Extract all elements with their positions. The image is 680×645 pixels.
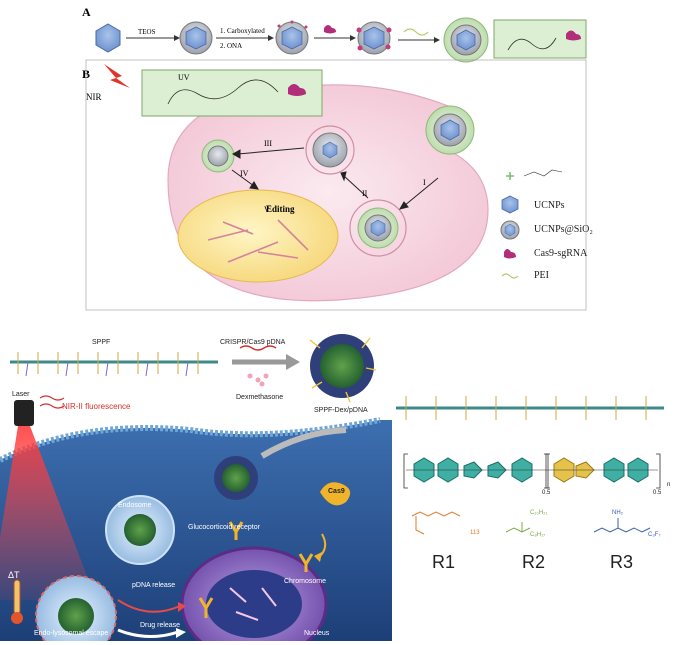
label-dexamethasone: Dexmethasone [236,394,284,401]
label-sppf: SPPF [92,339,111,346]
label-glucocorticoid: Glucocorticoid receptor [188,524,260,531]
label-r1-sub: 113 [470,530,480,536]
cas9-legend-icon [504,249,516,259]
thermometer-icon [13,579,21,615]
sppf-chain [10,352,218,377]
label-chromosome: Chromosome [284,578,327,585]
dna-icon [239,345,277,351]
label-editing: Editing [266,204,295,214]
label-teos: TEOS [138,28,156,36]
legend-label-pei: PEI [534,270,549,281]
label-crispr: CRISPR/Cas9 pDNA [220,339,286,346]
label-carboxylated: 1. Carboxylated [220,27,265,35]
panel-bottom-left [0,330,392,645]
label-endosome: Endosome [118,502,152,509]
panel-top: A TEOS 1. Carboxylated 2. ONA B Editing … [78,0,590,312]
legend-label-ucnps-sio2: UCNPs@SiO₂ [534,224,593,235]
legend-top [500,169,563,279]
label-ona: 2. ONA [220,42,242,50]
panel-bottom-art [0,334,392,645]
label-endo-escape: Endo-lysosomal escape [34,630,109,637]
label-sub-05a: 0.5 [542,490,551,496]
label-pdna-release: pDNA release [132,582,176,589]
label-sub-n: n [667,482,671,488]
ucnp-hexagon [95,23,121,53]
label-delta-t: ΔT [8,570,20,580]
label-r3-top: NH₂ [612,510,623,516]
laser-beam [0,426,96,600]
chemical-structure [403,453,661,489]
legend-label-ucnps: UCNPs [534,200,565,211]
linker-molecule-icon [506,172,514,180]
nucleus-top [177,189,339,283]
panel-right-art [396,396,664,535]
label-nir-ii: NIR-II fluorescence [62,402,131,411]
polymer-strand-icon [501,273,519,279]
label-a: A [82,5,91,19]
label-uv: UV [178,73,190,82]
label-drug-release: Drug release [140,622,181,629]
laser-icon [14,400,34,426]
cas9-complex-icon [324,25,336,34]
label-step-ii: II [362,189,368,198]
label-nir: NIR [86,92,102,102]
label-r2-bot: C₈H₁₇ [530,532,546,538]
panel-bottom-right [394,384,674,604]
label-sppf-dex: SPPF-Dex/pDNA [314,407,368,414]
hexagon-icon [501,195,519,214]
nir-lightning-icon [104,64,130,88]
label-r2-top: C₁₀H₂₁ [530,510,548,516]
panel-b-frame [85,59,587,311]
legend-label-cas9: Cas9-sgRNA [534,248,588,259]
receptor-icon [198,521,314,618]
label-step-iv: IV [240,169,249,178]
label-r2: R2 [522,552,546,572]
label-step-iii: III [264,139,272,148]
label-nucleus: Nucleus [304,630,330,637]
label-r1: R1 [432,552,456,572]
label-cas9: Cas9 [328,488,345,495]
panel-top-art: A TEOS 1. Carboxylated 2. ONA B Editing … [82,5,587,311]
label-step-i: I [423,178,426,187]
label-sub-05b: 0.5 [653,490,662,496]
label-r3: R3 [610,552,634,572]
label-r3-right: C₃F₇ [648,532,661,538]
label-step-v: V [264,205,270,214]
cas9-blob [320,482,351,506]
label-laser: Laser [12,391,30,398]
